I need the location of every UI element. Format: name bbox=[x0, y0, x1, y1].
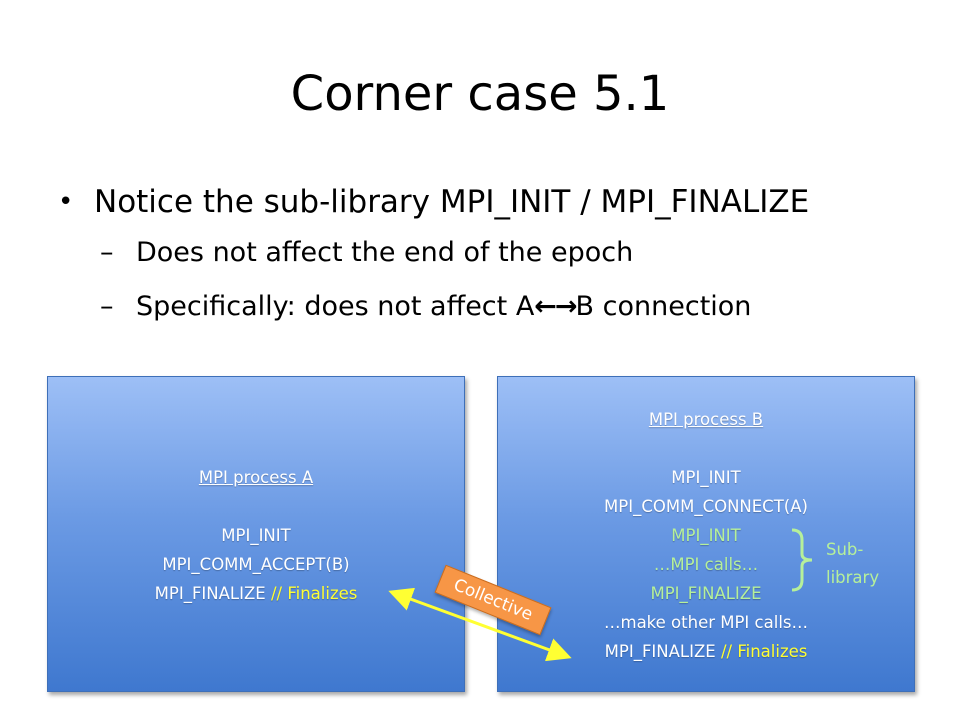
sub-bullet-text: Does not affect the end of the epoch bbox=[136, 237, 634, 268]
process-a-header: MPI process A bbox=[198, 468, 314, 487]
sublibrary-line: MPI_FINALIZE bbox=[650, 584, 762, 603]
process-a-line: MPI_INIT bbox=[221, 526, 291, 545]
process-a-finalize: MPI_FINALIZE bbox=[154, 584, 271, 603]
process-b-line: MPI_INIT bbox=[671, 468, 741, 487]
sub-bullet-item: – Specifically: does not affect A←→B con… bbox=[56, 280, 936, 334]
sublibrary-line: MPI_INIT bbox=[671, 526, 741, 545]
sub-bullet-item: – Does not affect the end of the epoch bbox=[56, 226, 936, 280]
spacer bbox=[48, 492, 464, 521]
slide-title: Corner case 5.1 bbox=[290, 66, 670, 122]
sub-bullet-text-before: Specifically: does not affect A bbox=[136, 291, 535, 322]
sublibrary-label-line: Sub- bbox=[826, 540, 864, 559]
bullet-item: • Notice the sub-library MPI_INIT / MPI_… bbox=[56, 178, 936, 226]
dash-icon: – bbox=[100, 291, 114, 322]
process-a-line: MPI_COMM_ACCEPT(B) bbox=[162, 555, 350, 574]
sublibrary-label-line: library bbox=[826, 568, 880, 587]
process-b-finalize-line: MPI_FINALIZE // Finalizes bbox=[498, 637, 914, 666]
process-b-comment: // Finalizes bbox=[720, 642, 808, 661]
bullet-text: Notice the sub-library MPI_INIT / MPI_FI… bbox=[94, 184, 810, 220]
spacer bbox=[498, 434, 914, 463]
process-b-finalize: MPI_FINALIZE bbox=[604, 642, 721, 661]
sublibrary-line: …MPI calls… bbox=[653, 555, 759, 574]
mpi-process-a-box: MPI process A MPI_INIT MPI_COMM_ACCEPT(B… bbox=[47, 376, 465, 692]
bullet-list: • Notice the sub-library MPI_INIT / MPI_… bbox=[56, 178, 936, 334]
process-b-line: MPI_COMM_CONNECT(A) bbox=[604, 497, 808, 516]
sub-bullet-text-after: B connection bbox=[575, 291, 752, 322]
process-a-comment: // Finalizes bbox=[270, 584, 358, 603]
process-a-finalize-line: MPI_FINALIZE // Finalizes bbox=[48, 579, 464, 608]
process-b-line: …make other MPI calls… bbox=[604, 613, 808, 632]
mpi-process-b-box: MPI process B MPI_INIT MPI_COMM_CONNECT(… bbox=[497, 376, 915, 692]
curly-brace-icon bbox=[791, 528, 813, 592]
left-right-arrow-icon: ←→ bbox=[534, 291, 577, 322]
dash-icon: – bbox=[100, 237, 114, 268]
bullet-dot-icon: • bbox=[58, 187, 74, 217]
sublibrary-label: Sub- library bbox=[826, 536, 879, 592]
process-b-header: MPI process B bbox=[648, 410, 764, 429]
